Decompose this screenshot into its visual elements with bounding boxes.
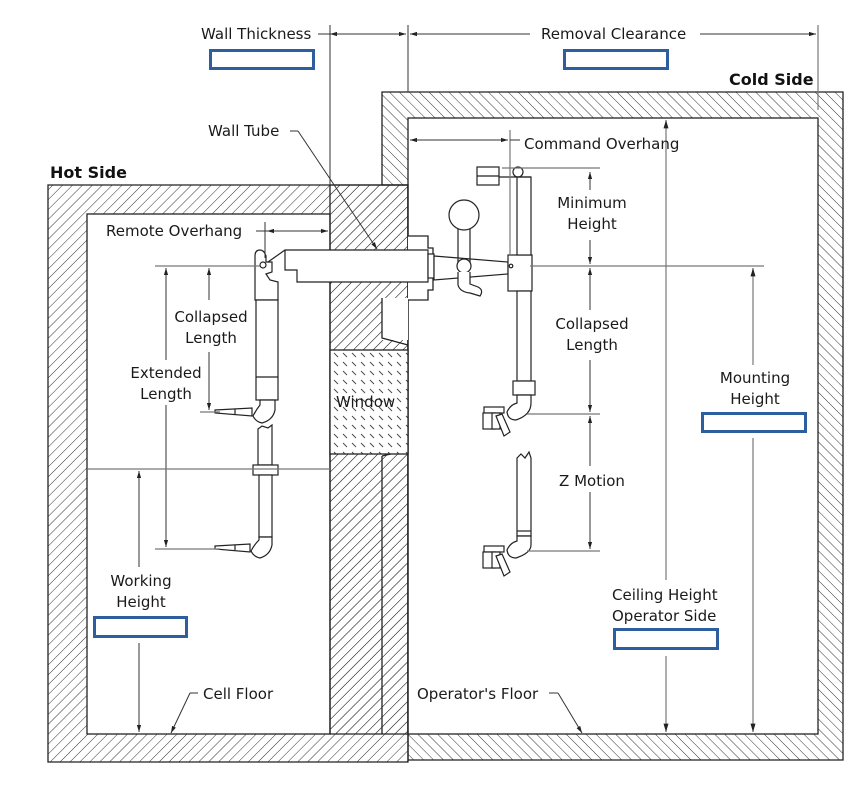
wall-thickness-input[interactable] xyxy=(209,49,315,70)
master-handle-lower xyxy=(482,545,511,577)
dimension-lines xyxy=(87,25,819,734)
extended-length-label-line1: Extended xyxy=(130,364,201,382)
mounting-height-input[interactable] xyxy=(701,412,807,433)
remote-overhang-label: Remote Overhang xyxy=(106,222,242,240)
hot-side-label: Hot Side xyxy=(50,163,127,182)
working-height-label-line2: Height xyxy=(116,593,166,611)
working-height-label-line1: Working xyxy=(110,572,171,590)
ceiling-height-input[interactable] xyxy=(613,628,719,650)
ceiling-height-label-line1: Ceiling Height xyxy=(612,586,718,604)
extended-length-label-line2: Length xyxy=(140,385,192,403)
mounting-height-label-line2: Height xyxy=(730,390,780,408)
minimum-height-label-line2: Height xyxy=(567,215,617,233)
removal-clearance-label: Removal Clearance xyxy=(541,25,686,43)
removal-clearance-input[interactable] xyxy=(563,49,669,70)
cell-floor-label: Cell Floor xyxy=(203,685,274,703)
window-label: Window xyxy=(336,393,395,411)
z-motion-label: Z Motion xyxy=(559,472,625,490)
collapsed-length-hot-label-line2: Length xyxy=(185,329,237,347)
collapsed-length-hot-label-line1: Collapsed xyxy=(174,308,247,326)
minimum-height-label-line1: Minimum xyxy=(557,194,627,212)
dimension-labels: Wall Thickness Removal Clearance Wall Tu… xyxy=(106,25,790,703)
ceiling-height-label-line2: Operator Side xyxy=(612,607,716,625)
working-height-input[interactable] xyxy=(93,616,188,638)
slave-arm xyxy=(214,249,279,559)
operators-floor-label: Operator's Floor xyxy=(417,685,539,703)
command-overhang-label: Command Overhang xyxy=(524,135,679,153)
wall-tube-label: Wall Tube xyxy=(208,122,279,140)
collapsed-length-cold-label-line1: Collapsed xyxy=(555,315,628,333)
wall-thickness-label: Wall Thickness xyxy=(201,25,311,43)
wall-tube xyxy=(267,249,435,283)
collapsed-length-cold-label-line2: Length xyxy=(566,336,618,354)
mounting-height-label-line1: Mounting xyxy=(720,369,790,387)
cold-side-label: Cold Side xyxy=(729,70,814,89)
master-arm xyxy=(433,166,536,577)
master-handle-upper xyxy=(482,406,511,437)
